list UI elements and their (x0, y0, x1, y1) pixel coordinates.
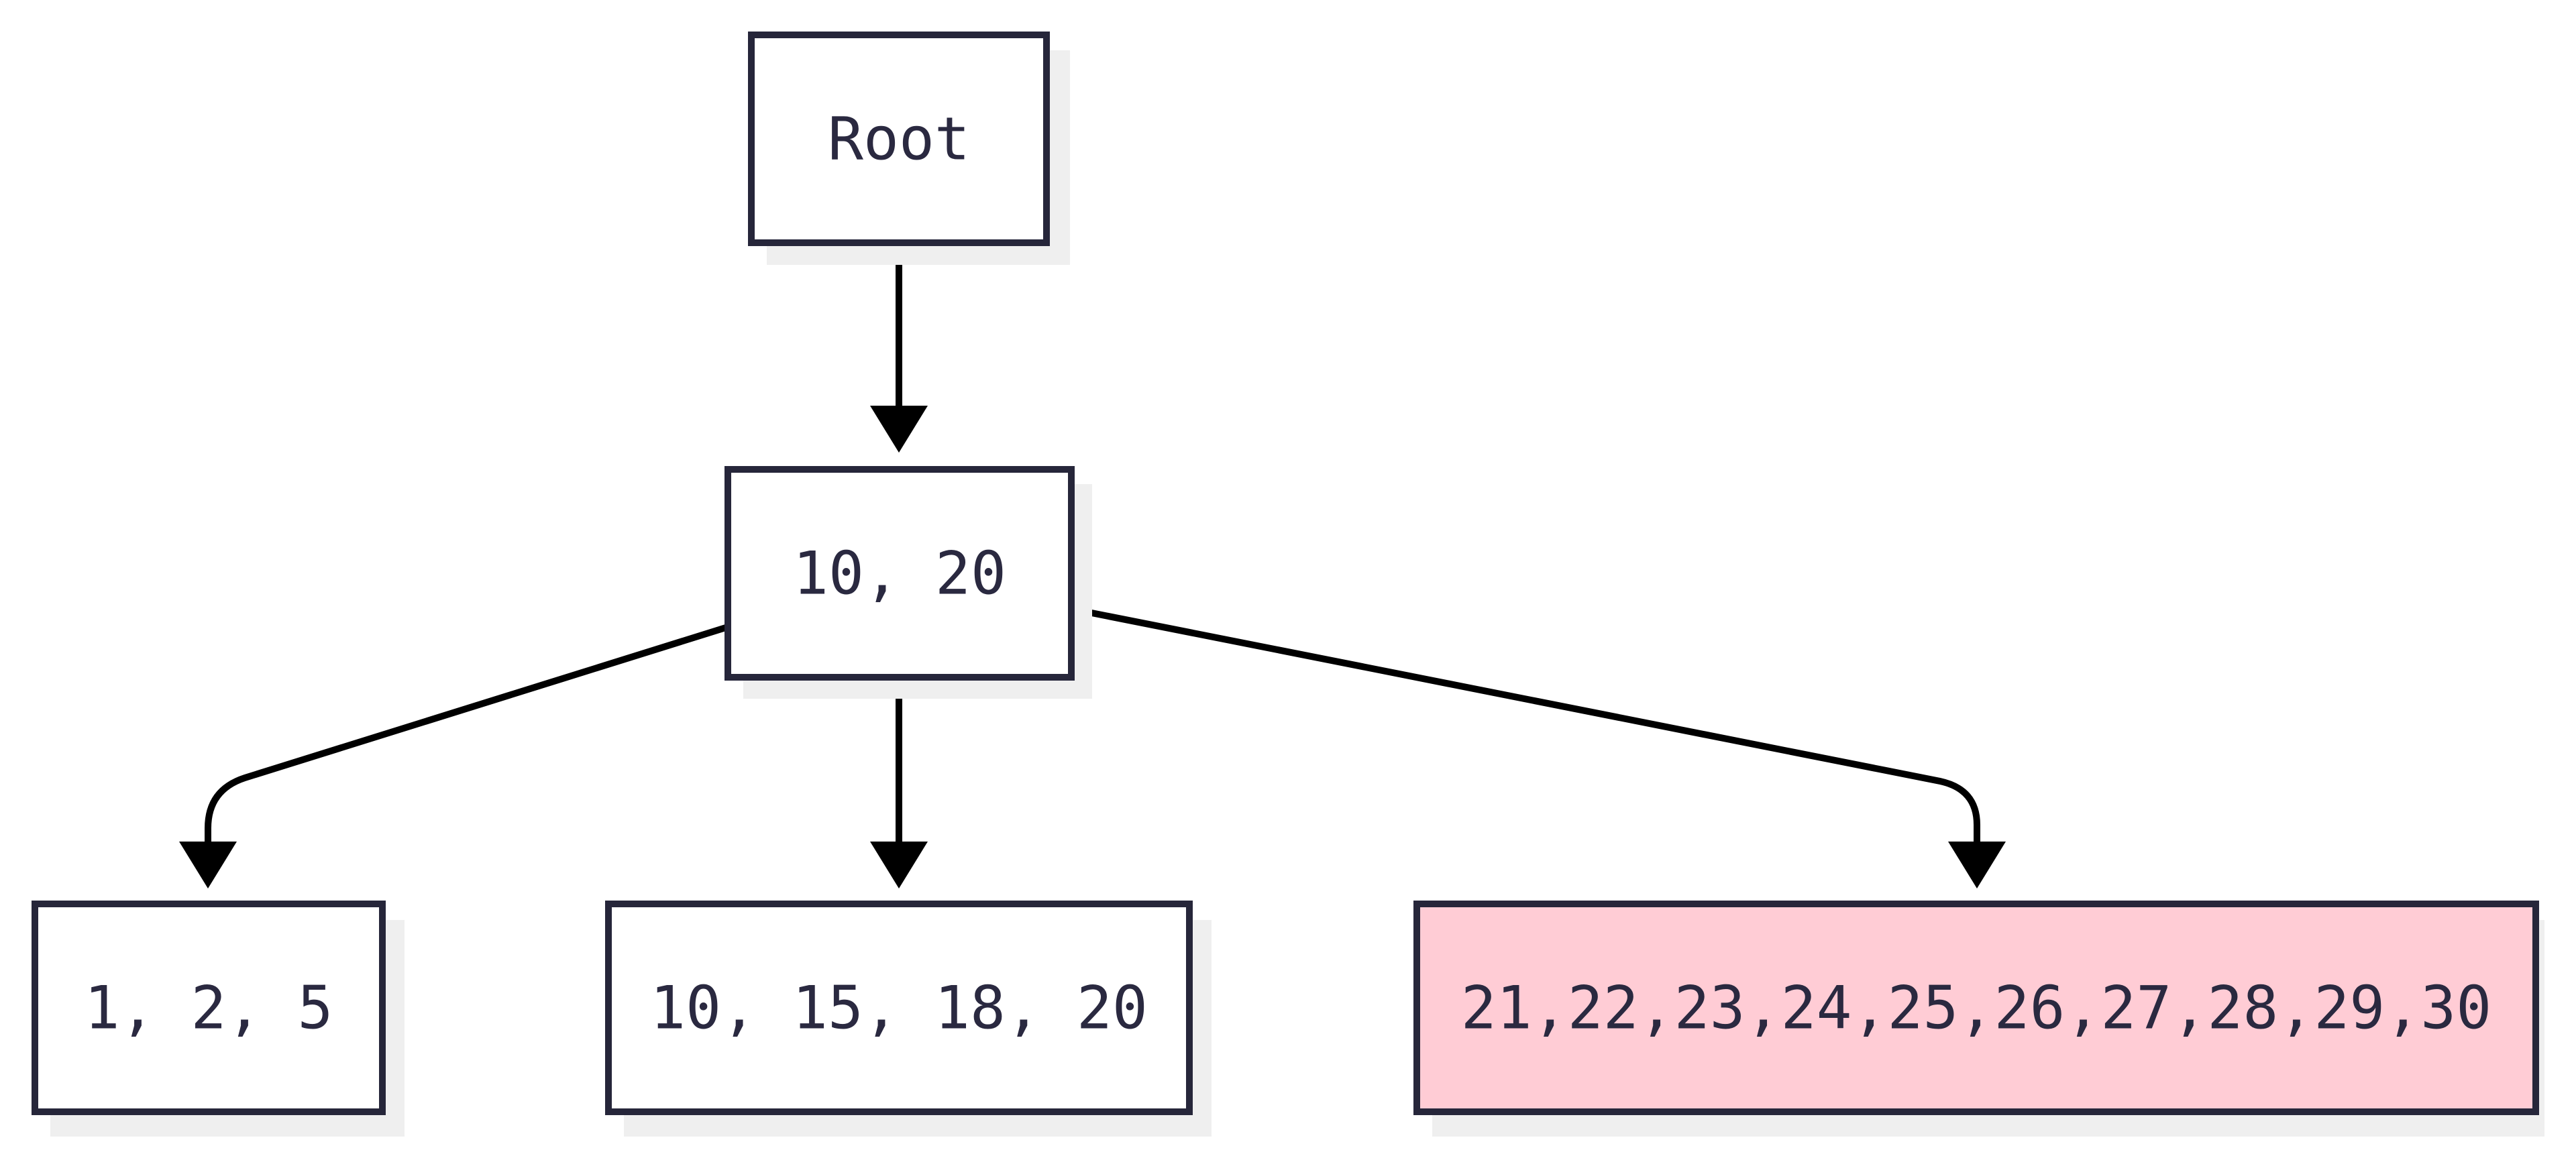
node-label-leaf-middle: 10, 15, 18, 20 (650, 974, 1148, 1043)
arrowhead-leaf-right (1948, 842, 2006, 888)
node-leaf-left: 1, 2, 5 (32, 901, 405, 1137)
node-label-leaf-right: 21,22,23,24,25,26,27,28,29,30 (1461, 974, 2491, 1043)
node-box (748, 32, 1050, 246)
edges (179, 243, 2006, 888)
node-root: Root (748, 32, 1070, 265)
edge-internal-to-leaf-right (1071, 606, 1980, 845)
node-leaf-right: 21,22,23,24,25,26,27,28,29,30 (1413, 901, 2544, 1137)
node-box (724, 466, 1075, 681)
node-label-leaf-left: 1, 2, 5 (85, 974, 333, 1043)
arrowhead-internal (870, 406, 928, 453)
node-label-root: Root (828, 105, 970, 174)
node-box (32, 901, 386, 1115)
edge-internal-to-leaf-left (205, 624, 729, 845)
node-leaf-middle: 10, 15, 18, 20 (605, 901, 1212, 1137)
node-label-internal: 10, 20 (793, 539, 1006, 608)
arrowhead-leaf-middle (870, 842, 928, 888)
node-internal: 10, 20 (724, 466, 1092, 699)
node-box-highlighted (1413, 901, 2539, 1115)
node-box (605, 901, 1193, 1115)
arrowhead-leaf-left (179, 842, 237, 888)
